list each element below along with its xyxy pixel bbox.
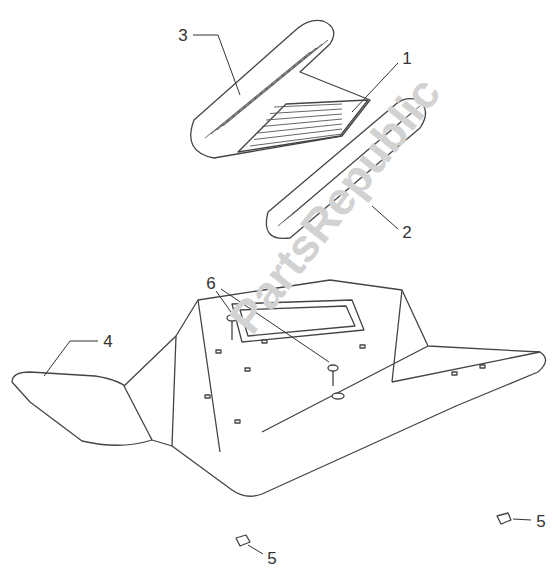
footrest-mat-3 [191, 20, 370, 158]
callout-number: 5 [267, 550, 276, 567]
callout-number: 4 [103, 333, 112, 350]
mat-rib [270, 109, 342, 114]
leader-lines [44, 35, 531, 554]
mat-rib [262, 119, 342, 127]
mount-holes [205, 340, 485, 423]
callout-number: 6 [206, 275, 215, 292]
mat-rib [266, 114, 342, 120]
callout-number: 3 [178, 27, 187, 44]
clip-nut [236, 535, 250, 546]
mat-rib [211, 48, 316, 134]
callout-number: 5 [536, 513, 545, 530]
mat-rib [254, 129, 342, 140]
mat-rib [250, 134, 342, 146]
mat-rib [274, 104, 342, 107]
mat-rib [205, 52, 310, 138]
callout-number: 1 [402, 50, 411, 67]
watermark: PartsRepublic [222, 69, 449, 341]
callout-number: 2 [402, 224, 411, 241]
clip-nut [497, 513, 511, 524]
footboard-body [124, 280, 546, 496]
